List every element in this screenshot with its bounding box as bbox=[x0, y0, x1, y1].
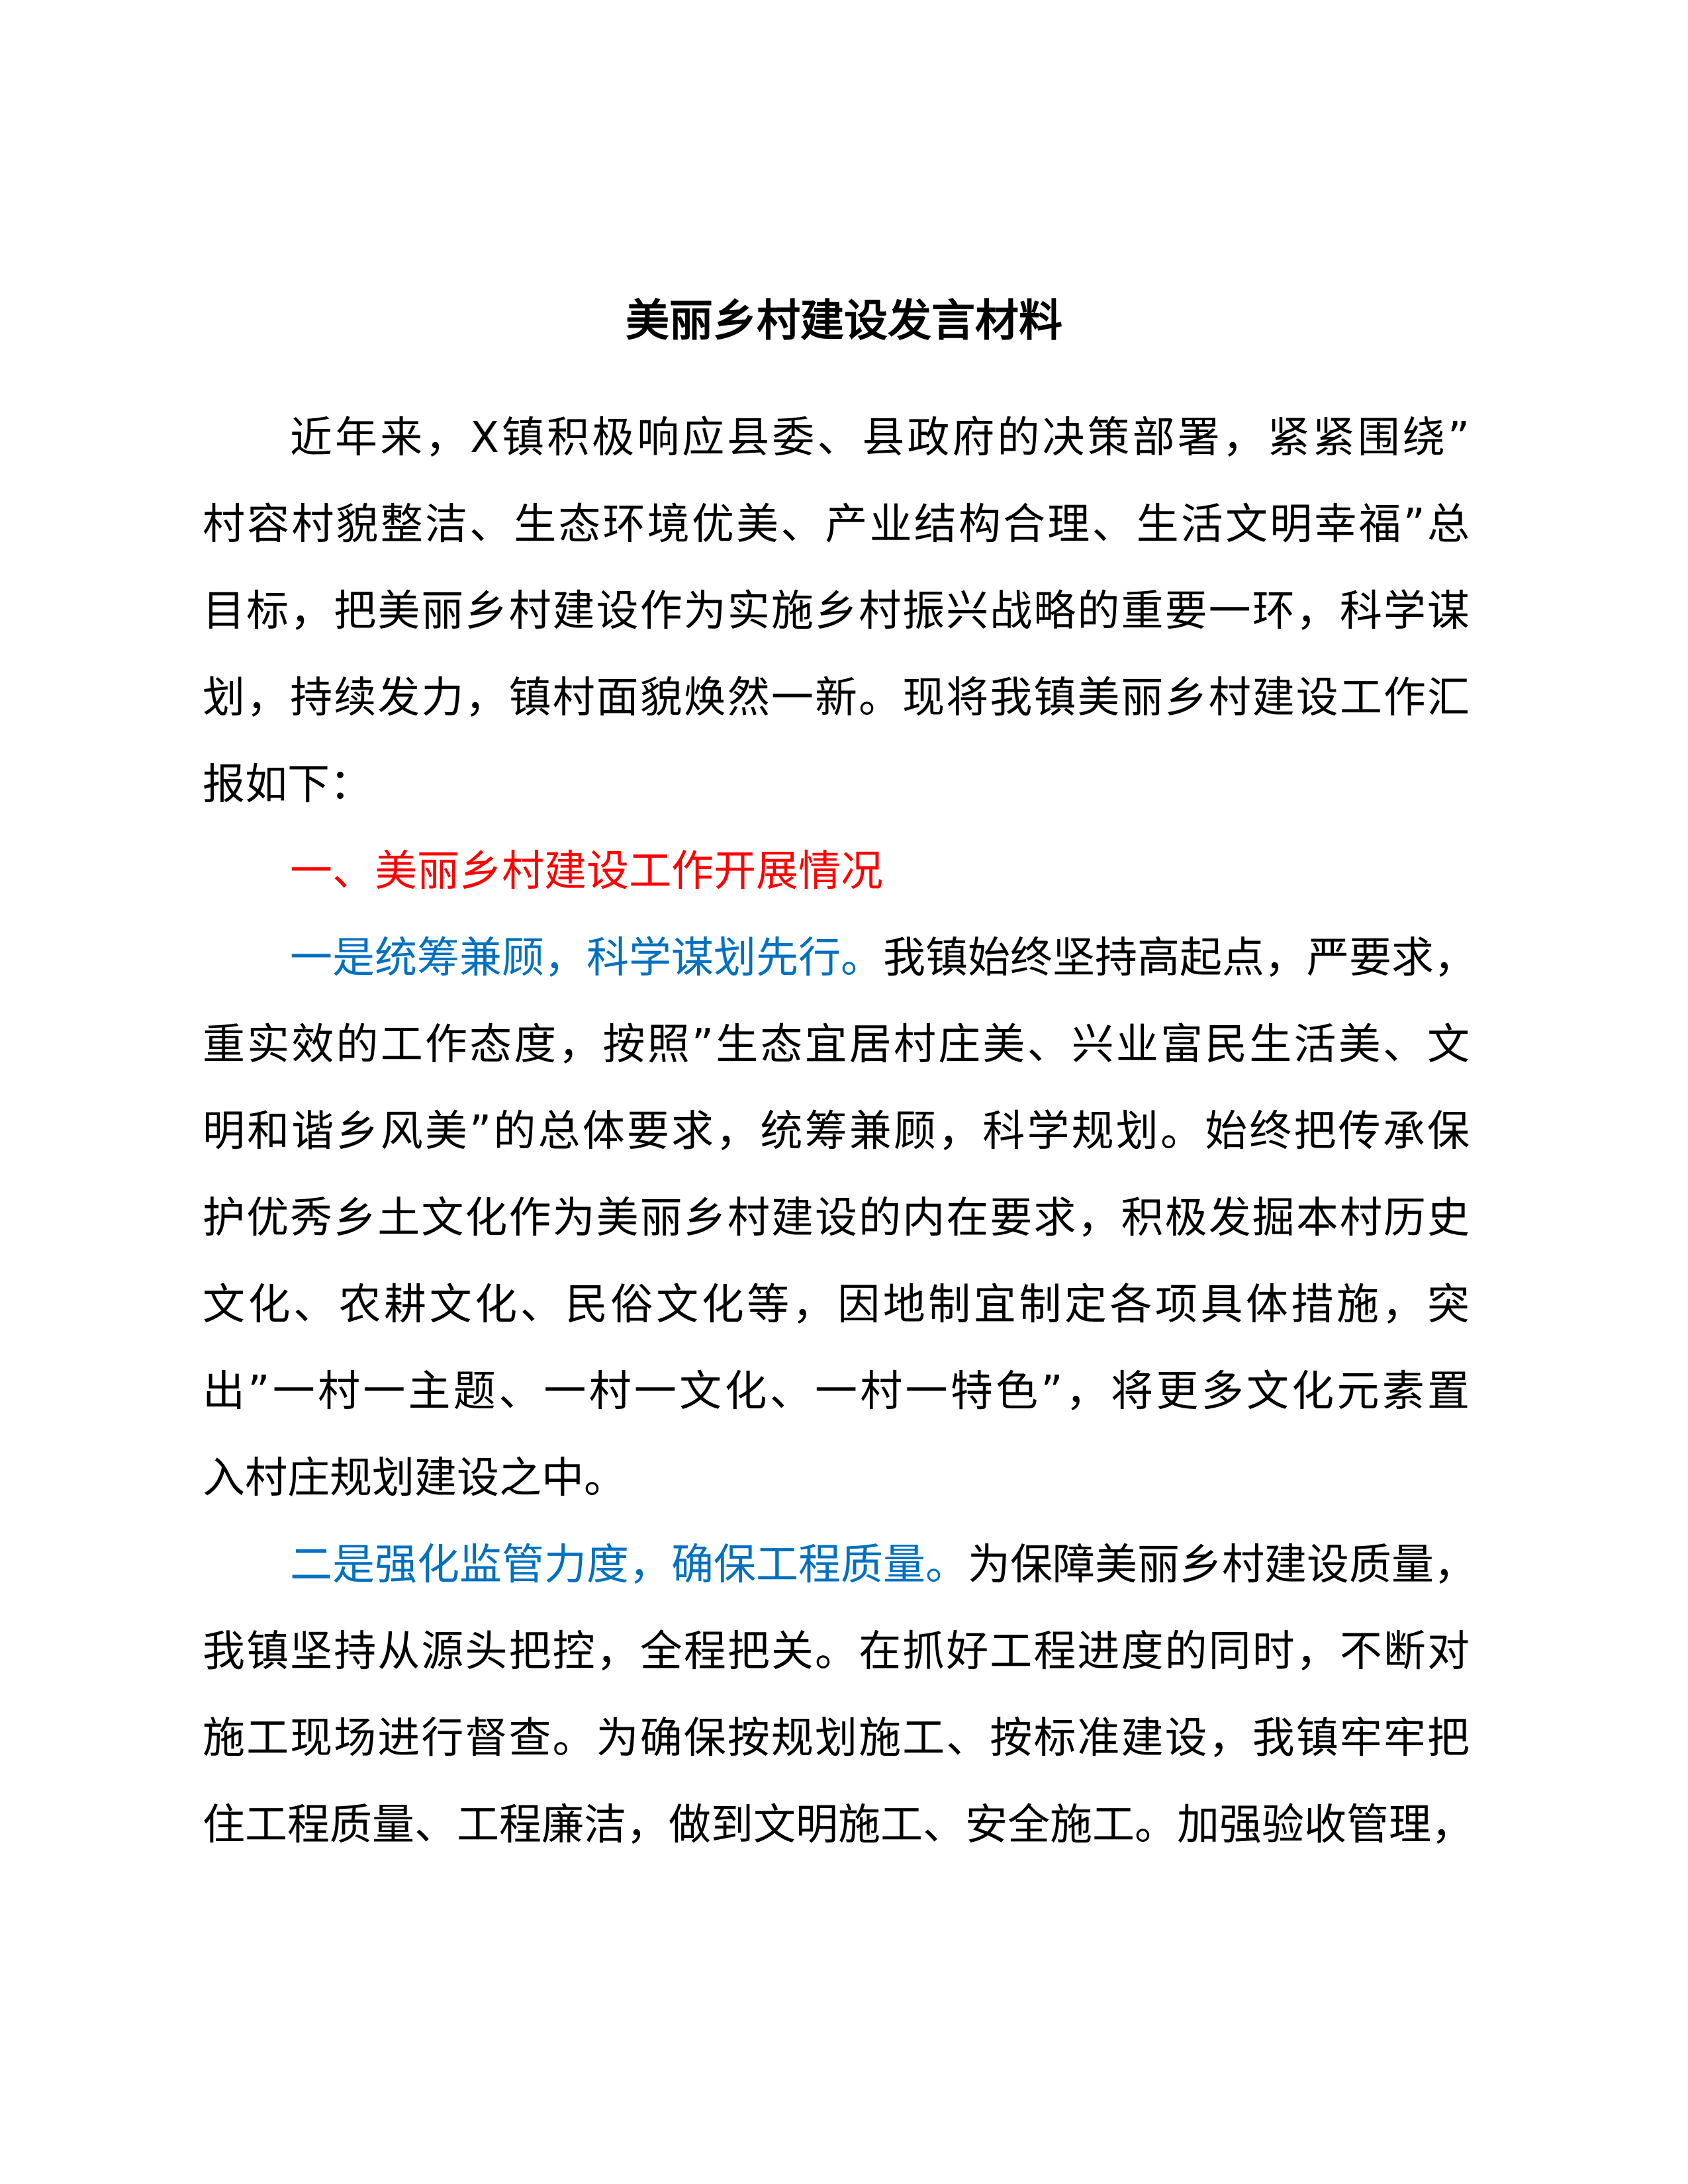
document-title: 美丽乡村建设发言材料 bbox=[626, 295, 1062, 346]
paragraph-line: 目标，把美丽乡村建设作为实施乡村振兴战略的重要一环，科学谋 bbox=[203, 587, 1470, 636]
paragraph-line: 我镇坚持从源头把控，全程把关。在抓好工程进度的同时，不断对 bbox=[203, 1627, 1470, 1676]
point-text: 我镇始终坚持高起点，严要求， bbox=[883, 934, 1476, 983]
paragraph-line: 二是强化监管力度，确保工程质量。为保障美丽乡村建设质量， bbox=[203, 1522, 1476, 1609]
paragraph-line: 村容村貌整洁、生态环境优美、产业结构合理、生活文明幸福”总 bbox=[203, 500, 1470, 549]
paragraph-line: 施工现场进行督查。为确保按规划施工、按标准建设，我镇牢牢把 bbox=[203, 1714, 1470, 1763]
paragraph-line: 报如下： bbox=[203, 760, 372, 809]
paragraph-line: 近年来，X镇积极响应县委、县政府的决策部署，紧紧围绕” bbox=[290, 414, 1470, 463]
point-text: 为保障美丽乡村建设质量， bbox=[968, 1541, 1476, 1590]
section-heading: 一、美丽乡村建设工作开展情况 bbox=[290, 847, 883, 896]
paragraph-line: 出”一村一主题、一村一文化、一村一特色”，将更多文化元素置 bbox=[203, 1367, 1470, 1416]
paragraph-line: 住工程质量、工程廉洁，做到文明施工、安全施工。加强验收管理， bbox=[203, 1801, 1474, 1850]
paragraph-line: 入村庄规划建设之中。 bbox=[203, 1454, 626, 1503]
paragraph-line: 文化、农耕文化、民俗文化等，因地制宜制定各项具体措施，突 bbox=[203, 1281, 1470, 1330]
paragraph-line: 一是统筹兼顾，科学谋划先行。我镇始终坚持高起点，严要求， bbox=[203, 915, 1476, 1002]
paragraph-line: 护优秀乡土文化作为美丽乡村建设的内在要求，积极发掘本村历史 bbox=[203, 1194, 1470, 1243]
paragraph-line: 划，持续发力，镇村面貌焕然一新。现将我镇美丽乡村建设工作汇 bbox=[203, 674, 1470, 723]
paragraph-line: 重实效的工作态度，按照”生态宜居村庄美、兴业富民生活美、文 bbox=[203, 1021, 1470, 1069]
paragraph-line: 明和谐乡风美”的总体要求，统筹兼顾，科学规划。始终把传承保 bbox=[203, 1107, 1470, 1156]
point-lead: 一是统筹兼顾，科学谋划先行。 bbox=[290, 934, 883, 983]
document-body: 近年来，X镇积极响应县委、县政府的决策部署，紧紧围绕” 村容村貌整洁、生态环境优… bbox=[203, 395, 1476, 1869]
point-lead: 二是强化监管力度，确保工程质量。 bbox=[290, 1541, 968, 1590]
